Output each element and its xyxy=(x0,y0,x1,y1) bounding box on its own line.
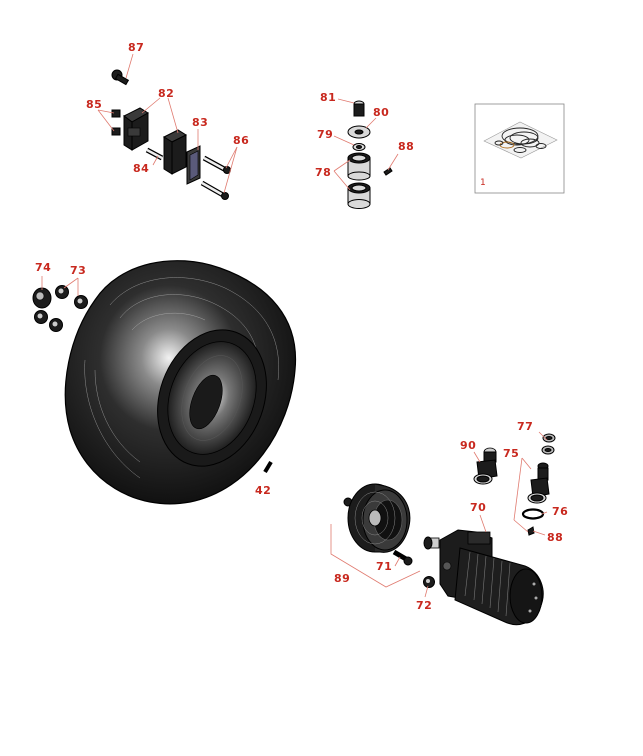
valve-stem-42-icon[interactable] xyxy=(263,460,273,474)
callout-79[interactable]: 79 xyxy=(317,128,333,141)
callout-85[interactable]: 85 xyxy=(86,98,102,111)
callout-89[interactable]: 89 xyxy=(334,572,350,585)
callout-88-bottom[interactable]: 88 xyxy=(547,531,563,544)
hydraulic-motor-70-icon[interactable] xyxy=(423,529,544,626)
callout-74[interactable]: 74 xyxy=(35,261,51,274)
leader-lines xyxy=(41,53,548,598)
cap-81-icon[interactable] xyxy=(353,100,365,117)
callout-labels: 87 85 82 83 86 84 81 80 79 88 78 74 73 4… xyxy=(35,41,568,612)
callout-82[interactable]: 82 xyxy=(158,87,174,100)
callout-42[interactable]: 42 xyxy=(255,484,271,497)
pin-84-icon[interactable] xyxy=(145,147,164,161)
lug-nuts xyxy=(32,285,88,332)
grease-fitting-88b-icon[interactable] xyxy=(527,526,535,536)
lug-nut-74-icon[interactable] xyxy=(32,287,52,309)
callout-81[interactable]: 81 xyxy=(320,91,336,104)
callout-77[interactable]: 77 xyxy=(517,420,533,433)
wheel-tire-icon[interactable] xyxy=(64,260,297,505)
callout-73[interactable]: 73 xyxy=(70,264,86,277)
callout-72[interactable]: 72 xyxy=(416,599,432,612)
clamp-assembly xyxy=(111,69,231,200)
callout-71[interactable]: 71 xyxy=(376,560,392,573)
callout-86[interactable]: 86 xyxy=(233,134,249,147)
callout-80[interactable]: 80 xyxy=(373,106,389,119)
fitting-90-icon[interactable] xyxy=(473,447,498,485)
washer-80-icon[interactable] xyxy=(347,125,371,139)
callout-88-top[interactable]: 88 xyxy=(398,140,414,153)
nut-72-icon[interactable] xyxy=(423,576,435,588)
callout-87[interactable]: 87 xyxy=(128,41,144,54)
bushing-78-upper-icon[interactable] xyxy=(347,152,371,181)
clamp-block-82-icon[interactable] xyxy=(123,107,149,151)
callout-70[interactable]: 70 xyxy=(470,501,486,514)
bolt-86-icon[interactable] xyxy=(200,155,231,200)
nut-85-icon[interactable] xyxy=(111,109,121,136)
callout-76[interactable]: 76 xyxy=(552,505,568,518)
callout-83[interactable]: 83 xyxy=(192,116,208,129)
bolt-87-icon[interactable] xyxy=(111,69,130,86)
seal-kit-icon xyxy=(494,127,547,153)
kit-label: 1 xyxy=(480,178,486,188)
callout-78[interactable]: 78 xyxy=(315,166,331,179)
callout-84[interactable]: 84 xyxy=(133,162,149,175)
o-ring-77-icon[interactable] xyxy=(541,433,556,455)
bushing-78-lower-icon[interactable] xyxy=(347,182,371,209)
callout-90[interactable]: 90 xyxy=(460,439,476,452)
clamp-83-icon[interactable] xyxy=(162,129,201,185)
seal-kit-box[interactable]: 1 xyxy=(474,103,565,194)
fitting-75-icon[interactable] xyxy=(527,462,550,504)
washer-79-icon[interactable] xyxy=(352,143,366,151)
bolt-71-icon[interactable] xyxy=(392,549,413,566)
grease-fitting-88-icon[interactable] xyxy=(383,167,393,176)
o-ring-76-icon[interactable] xyxy=(521,508,545,520)
bushing-assembly xyxy=(347,100,393,209)
lug-nut-73-icon[interactable] xyxy=(34,285,88,332)
hub-89-icon[interactable] xyxy=(343,483,411,553)
callout-75[interactable]: 75 xyxy=(503,447,519,460)
